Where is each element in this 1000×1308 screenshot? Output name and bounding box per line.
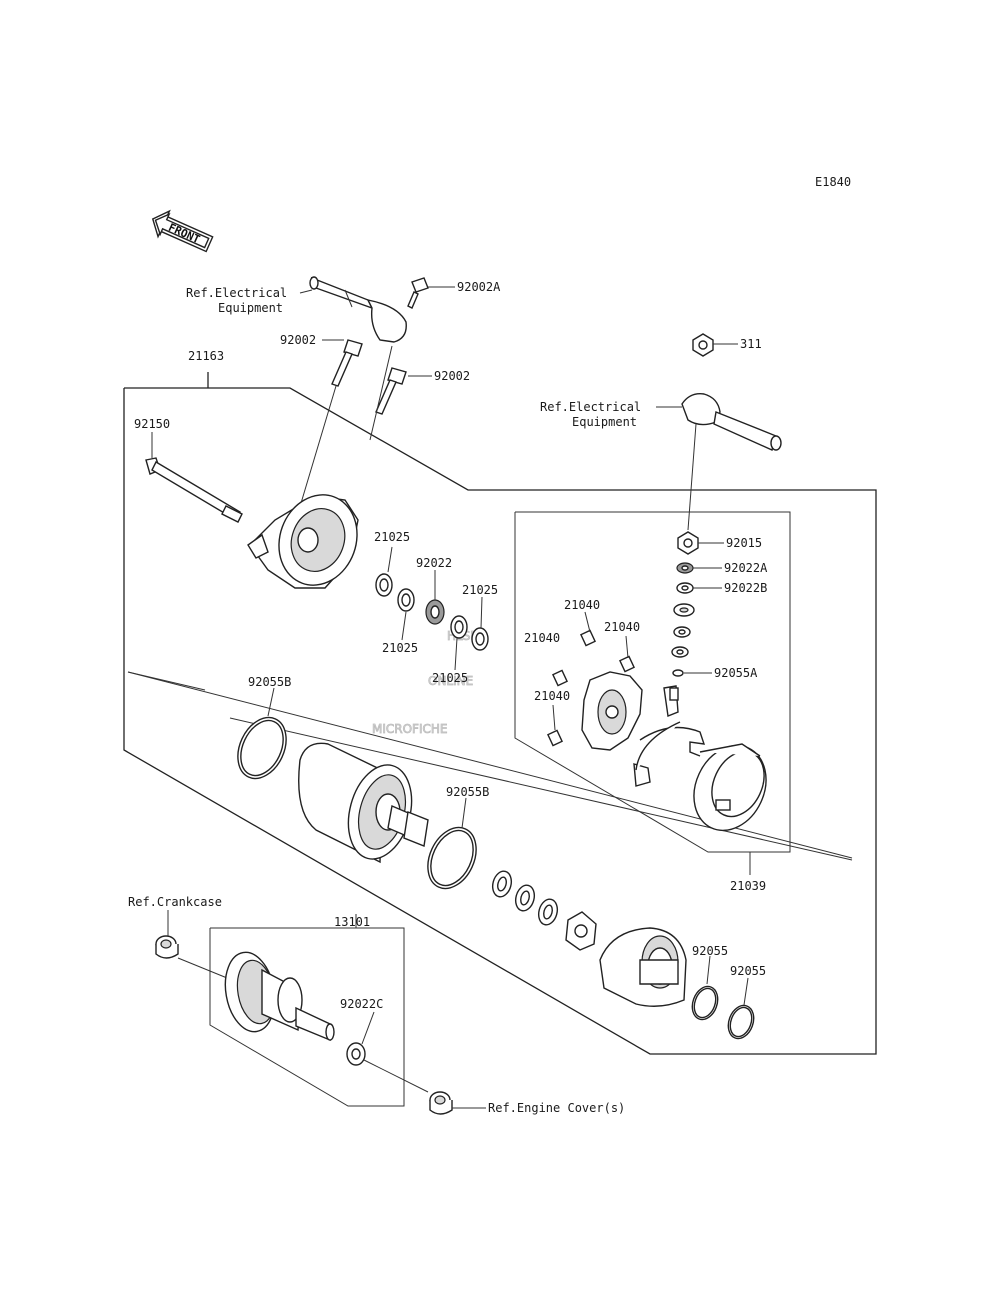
label-92150: 92150 — [134, 417, 170, 431]
ref-electrical-2-line1: Ref.Electrical — [540, 400, 641, 414]
label-92002-a: 92002 — [280, 333, 316, 347]
label-21040-c: 21040 — [524, 631, 560, 645]
label-21040-a: 21040 — [564, 598, 600, 612]
bolt-92150 — [145, 457, 243, 523]
ref-electrical-1-line1: Ref.Electrical — [186, 286, 287, 300]
label-92055B-a: 92055B — [248, 675, 291, 689]
electrical-cable-right — [681, 393, 782, 451]
brush-21040-c — [552, 669, 568, 687]
oring-92055B-b — [427, 826, 477, 890]
insulator-washer-1 — [673, 603, 695, 617]
starter-rear-cover — [599, 927, 687, 1007]
terminal-bolt — [669, 687, 679, 701]
washer-rear-1 — [491, 870, 513, 898]
insulator-washer-3 — [671, 646, 689, 658]
front-arrow-icon: FRONT — [151, 209, 214, 253]
washer-92022 — [425, 599, 445, 625]
nut-311 — [692, 333, 714, 357]
label-21025-a: 21025 — [374, 530, 410, 544]
label-21025-b: 21025 — [462, 583, 498, 597]
diagram-id: E1840 — [815, 175, 851, 189]
label-92055-b: 92055 — [730, 964, 766, 978]
bolt-92002A — [407, 277, 429, 309]
label-21040-d: 21040 — [534, 689, 570, 703]
washer-21025-d — [471, 627, 489, 651]
assembly-outline-13101 — [209, 914, 405, 1107]
label-21039: 21039 — [730, 879, 766, 893]
bolt-92002-a — [331, 339, 363, 387]
label-92002A: 92002A — [457, 280, 501, 294]
starter-yoke — [298, 742, 429, 864]
watermark-line3: MICROFICHE — [372, 722, 447, 736]
label-21163: 21163 — [188, 349, 224, 363]
oring-92055A — [672, 669, 684, 677]
label-92022C: 92022C — [340, 997, 383, 1011]
label-13101: 13101 — [334, 915, 370, 929]
electrical-cable-top — [309, 276, 407, 343]
oring-92055-a — [691, 985, 719, 1021]
washer-rear-3 — [537, 898, 559, 926]
washer-92022C — [346, 1042, 366, 1066]
starter-front-housing — [247, 494, 359, 589]
brush-21040-b — [619, 655, 635, 673]
oring-92055B-a — [237, 716, 287, 780]
label-21025-d: 21025 — [432, 671, 468, 685]
ref-electrical-1-line2: Equipment — [218, 301, 283, 315]
label-92015: 92015 — [726, 536, 762, 550]
bushing-engine-cover — [429, 1091, 453, 1115]
brush-holder-plate — [581, 671, 643, 751]
washer-92022B — [676, 582, 694, 594]
axis-line-main — [229, 717, 853, 861]
ref-electrical-2-line2: Equipment — [572, 415, 637, 429]
label-92055A: 92055A — [714, 666, 758, 680]
ref-engine-cover: Ref.Engine Cover(s) — [488, 1101, 625, 1115]
washer-21025-a — [375, 573, 393, 597]
washer-21025-c — [450, 615, 468, 639]
label-92055B-b: 92055B — [446, 785, 489, 799]
label-92022B: 92022B — [724, 581, 767, 595]
washer-rear-2 — [514, 884, 536, 912]
gear-13101 — [224, 951, 335, 1042]
assembly-outline-21039 — [514, 511, 791, 875]
watermark-line2: ONLINE — [428, 674, 473, 688]
brush-21040-a — [580, 629, 596, 647]
label-92002-b: 92002 — [434, 369, 470, 383]
assembly-outline-21163 — [123, 372, 877, 1055]
label-92022A: 92022A — [724, 561, 768, 575]
label-21040-b: 21040 — [604, 620, 640, 634]
oring-92055-b — [727, 1004, 755, 1040]
label-21025-c: 21025 — [382, 641, 418, 655]
bolt-92002-b — [375, 367, 407, 415]
ref-crankcase: Ref.Crankcase — [128, 895, 222, 909]
bushing-crankcase — [155, 935, 179, 959]
insulator-washer-2 — [673, 626, 691, 638]
label-92055-a: 92055 — [692, 944, 728, 958]
nut-92015 — [677, 531, 699, 555]
label-311: 311 — [740, 337, 762, 351]
brush-bracket — [633, 685, 706, 787]
rear-cover — [693, 743, 767, 832]
brush-21040-d — [547, 729, 563, 747]
washer-21025-b — [397, 588, 415, 612]
lock-plate — [565, 911, 597, 951]
washer-92022A — [676, 562, 694, 574]
label-92022: 92022 — [416, 556, 452, 570]
